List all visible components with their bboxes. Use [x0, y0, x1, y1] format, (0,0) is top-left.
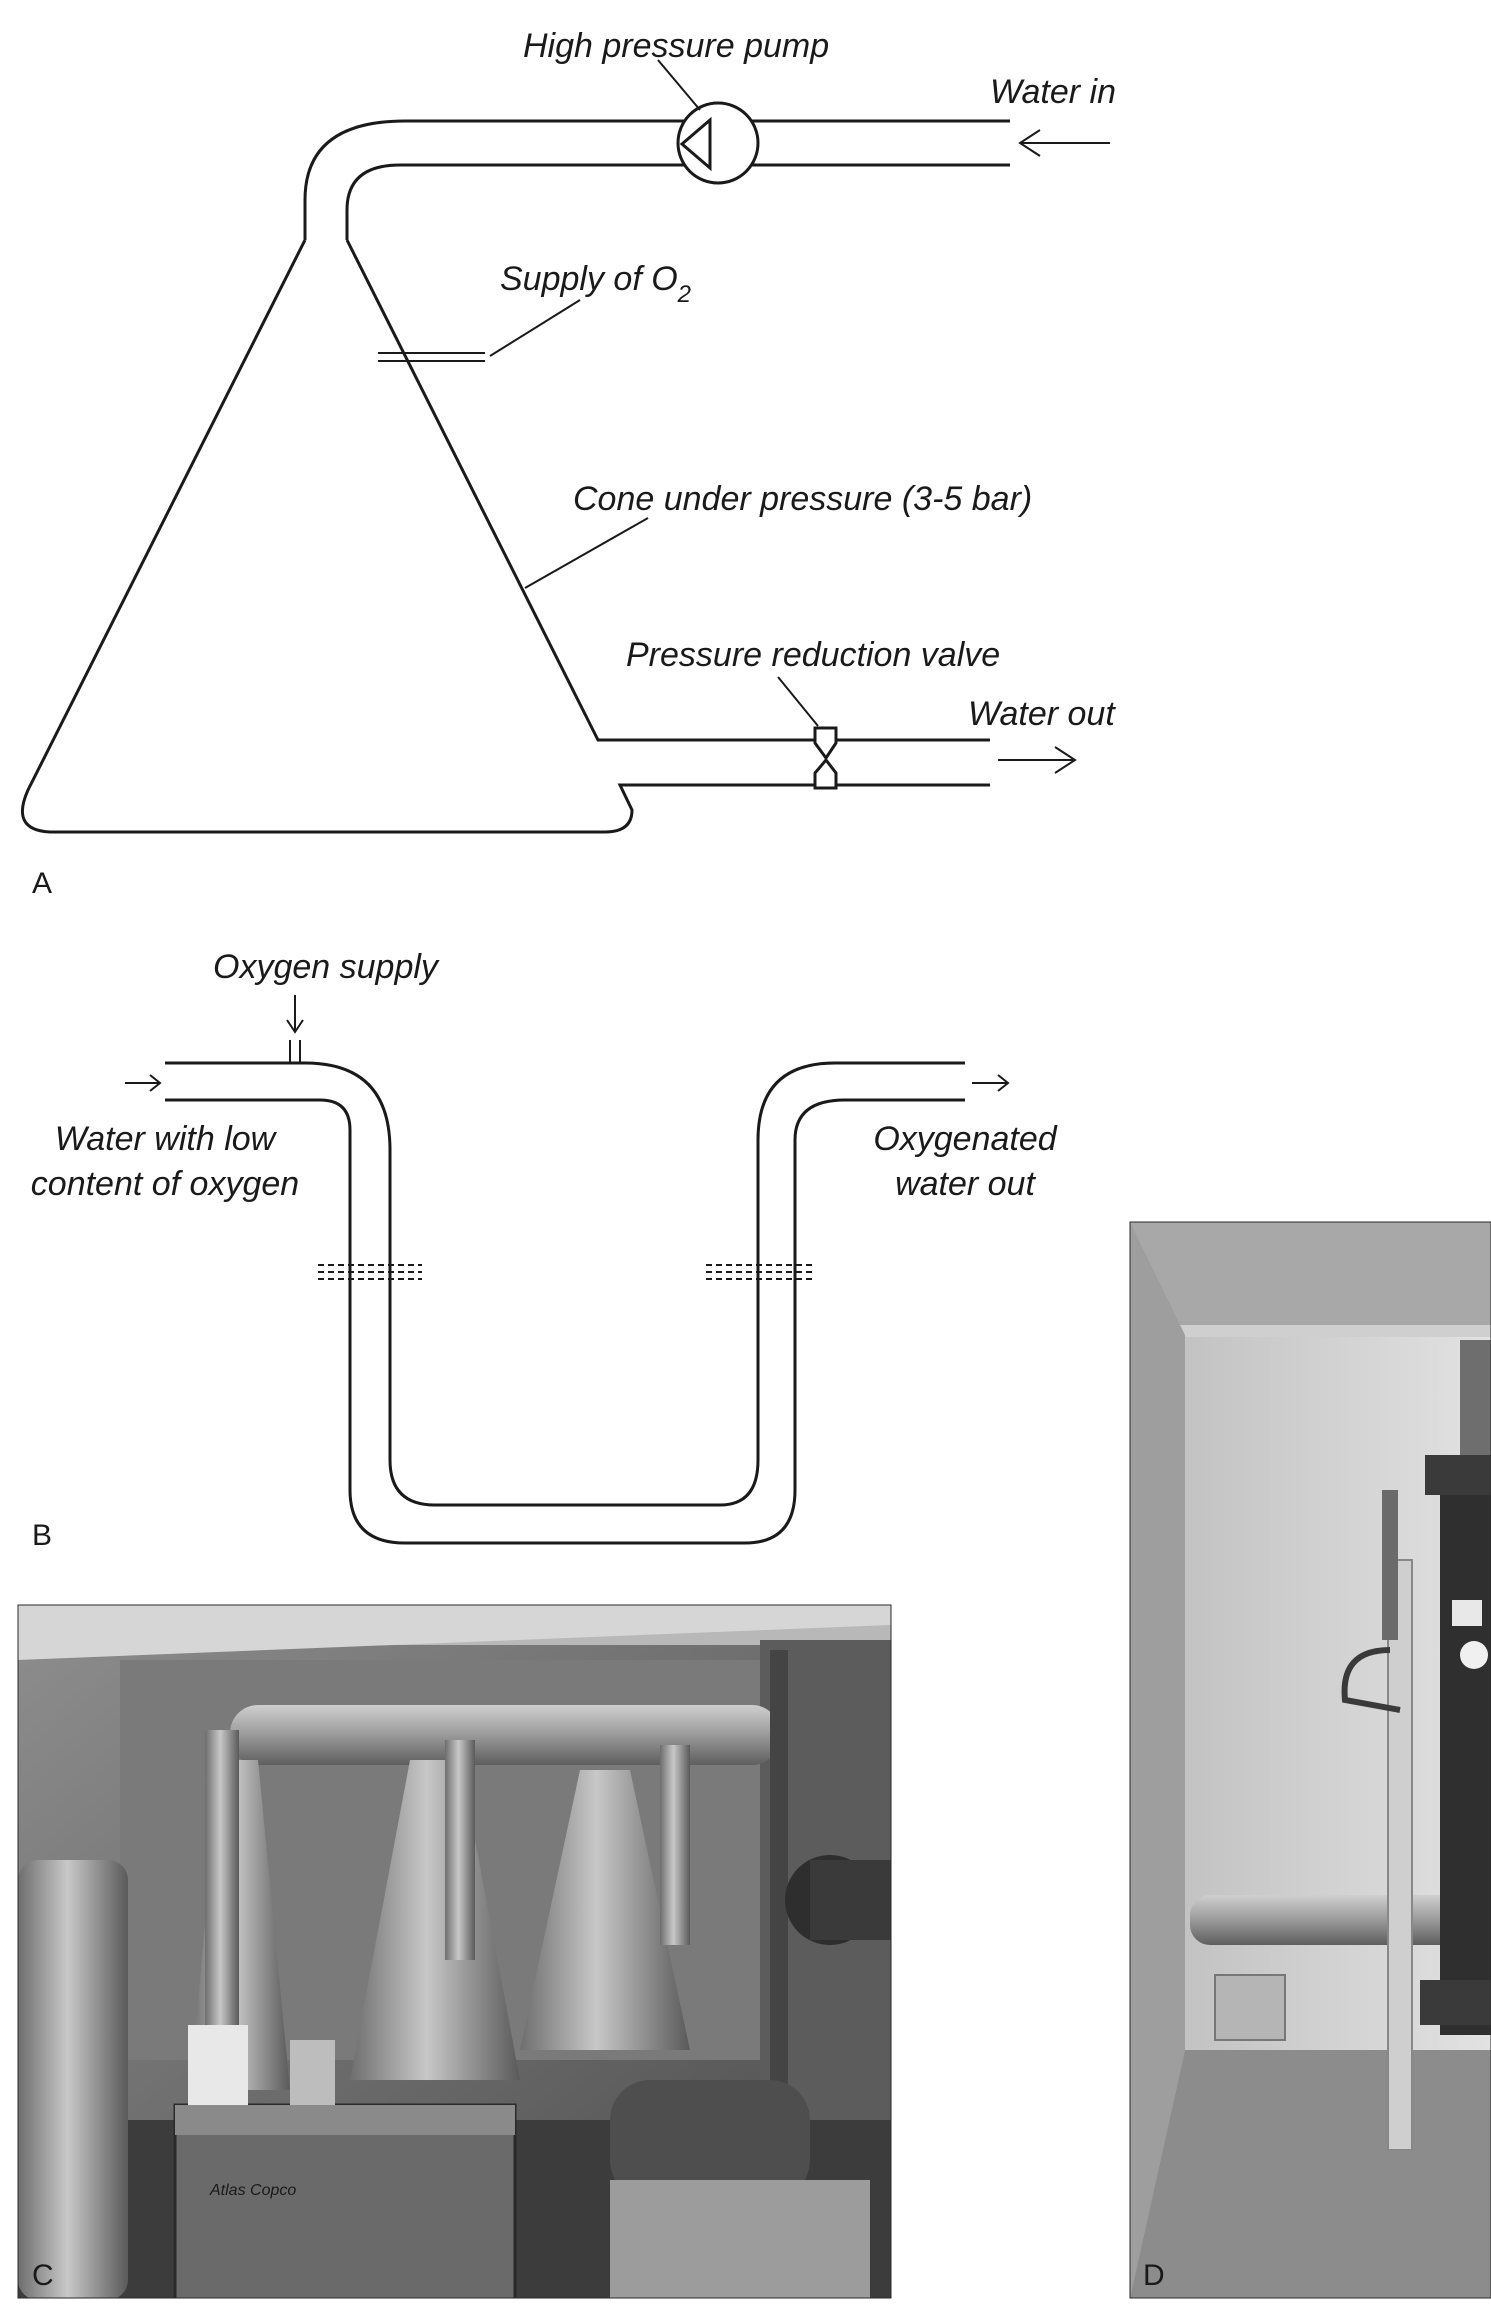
water-in-label: Water in — [990, 73, 1116, 111]
cone-leader-line — [524, 517, 649, 589]
panel-c-photo: Atlas Copco C — [17, 1604, 892, 2299]
cone-label: Cone under pressure (3-5 bar) — [573, 480, 1032, 518]
oxygen-supply-label: Oxygen supply — [213, 948, 440, 986]
panel-b: Oxygen supply Water with low content of … — [31, 948, 1058, 1552]
water-out-label: Water out — [968, 695, 1116, 733]
right-depth-break — [706, 1264, 816, 1280]
compressor-nameplate: Atlas Copco — [209, 2182, 296, 2199]
inlet-label-line2: content of oxygen — [31, 1165, 299, 1203]
u-pipe-inner — [165, 1098, 965, 1545]
panel-a: High pressure pump Water in Supply of O2… — [20, 27, 1116, 900]
pressure-cone-right — [345, 239, 990, 742]
panel-d-letter: D — [1143, 2259, 1165, 2292]
o2-leader-line — [489, 299, 581, 357]
panel-d-photo: D — [1129, 1221, 1491, 2299]
inlet-pipe-inner — [345, 163, 1010, 240]
pump-leader-line — [657, 59, 701, 111]
panel-b-letter: B — [32, 1519, 52, 1552]
pump-triangle-icon — [679, 116, 712, 172]
o2-supply-label: Supply of O2 — [500, 260, 691, 308]
high-pressure-pump-icon — [676, 101, 760, 185]
panel-a-letter: A — [32, 867, 52, 900]
inlet-pipe-outer — [303, 119, 1010, 240]
inlet-label-line1: Water with low — [55, 1120, 278, 1158]
outlet-label-line1: Oxygenated — [873, 1120, 1057, 1158]
u-pipe-outer — [165, 1061, 965, 1507]
compressor-unit — [173, 2103, 517, 2298]
pressure-reduction-valve-icon — [813, 726, 838, 761]
left-depth-break — [318, 1264, 422, 1280]
valve-label: Pressure reduction valve — [626, 636, 1000, 674]
pressure-cone — [20, 239, 990, 834]
pump-label: High pressure pump — [523, 27, 829, 65]
oxygen-column — [1440, 1455, 1491, 2035]
valve-leader-line — [777, 676, 819, 727]
outlet-label-line2: water out — [895, 1165, 1036, 1203]
panel-c-letter: C — [32, 2259, 54, 2292]
